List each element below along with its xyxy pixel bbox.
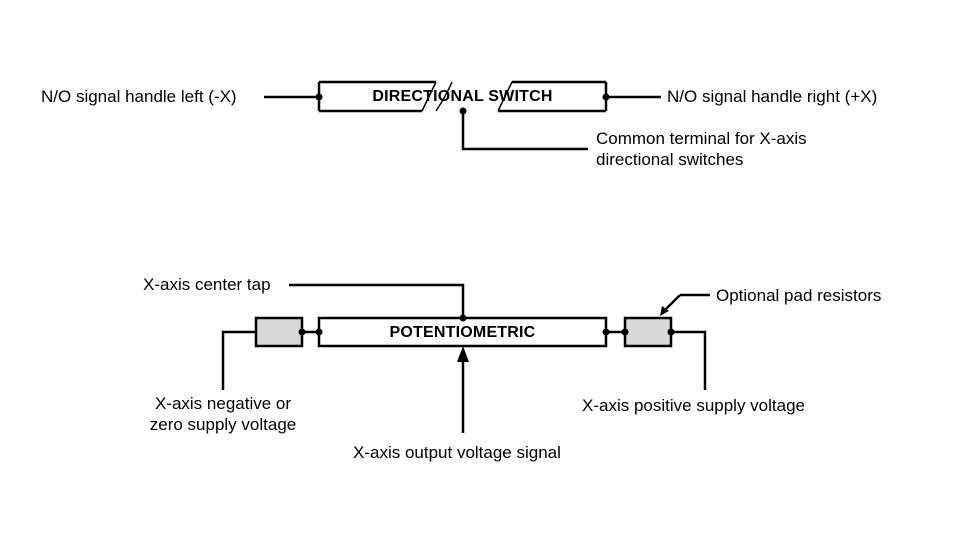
pot-left-terminal <box>315 328 323 336</box>
negative-supply-label-line1: X-axis negative or <box>154 394 292 413</box>
center-tap-label: X-axis center tap <box>143 275 271 294</box>
switch-terminals <box>315 93 610 115</box>
output-signal-label: X-axis output voltage signal <box>353 443 561 462</box>
potentiometer-section <box>221 283 710 433</box>
pot-right-terminal <box>602 328 610 336</box>
center-tap-lead <box>289 283 465 318</box>
pad-right-outer-terminal <box>667 328 675 336</box>
switch-common-lead <box>461 111 588 151</box>
positive-supply-lead <box>671 330 707 390</box>
pad-right-terminal <box>621 328 629 336</box>
switch-right-label: N/O signal handle right (+X) <box>667 87 878 106</box>
potentiometer-markers <box>298 306 675 362</box>
directional-switch-section <box>264 80 661 151</box>
negative-supply-lead <box>221 330 256 390</box>
pad-resistor-right <box>623 316 673 348</box>
switch-left-label: N/O signal handle left (-X) <box>41 87 237 106</box>
switch-contact-right <box>497 81 513 112</box>
pad-resistors-label: Optional pad resistors <box>716 286 882 305</box>
switch-contact-mid <box>435 81 453 112</box>
switch-left-terminal <box>315 93 323 101</box>
switch-contact-left <box>421 81 437 112</box>
pad-pointer-arrow-head <box>660 306 669 316</box>
pot-title: POTENTIOMETRIC <box>389 324 536 341</box>
switch-common-label-line1: Common terminal for X-axis <box>596 129 807 148</box>
switch-title: DIRECTIONAL SWITCH <box>372 88 553 105</box>
switch-common-terminal <box>459 107 467 115</box>
pad-left-terminal <box>298 328 306 336</box>
switch-right-terminal <box>602 93 610 101</box>
negative-supply-label-line2: zero supply voltage <box>149 415 297 434</box>
switch-box <box>319 82 606 111</box>
pad-resistor-left <box>254 316 304 348</box>
output-arrow-head <box>457 346 469 362</box>
center-tap-terminal <box>459 314 467 322</box>
switch-common-label-line2: directional switches <box>596 150 744 169</box>
positive-supply-label: X-axis positive supply voltage <box>582 396 806 415</box>
